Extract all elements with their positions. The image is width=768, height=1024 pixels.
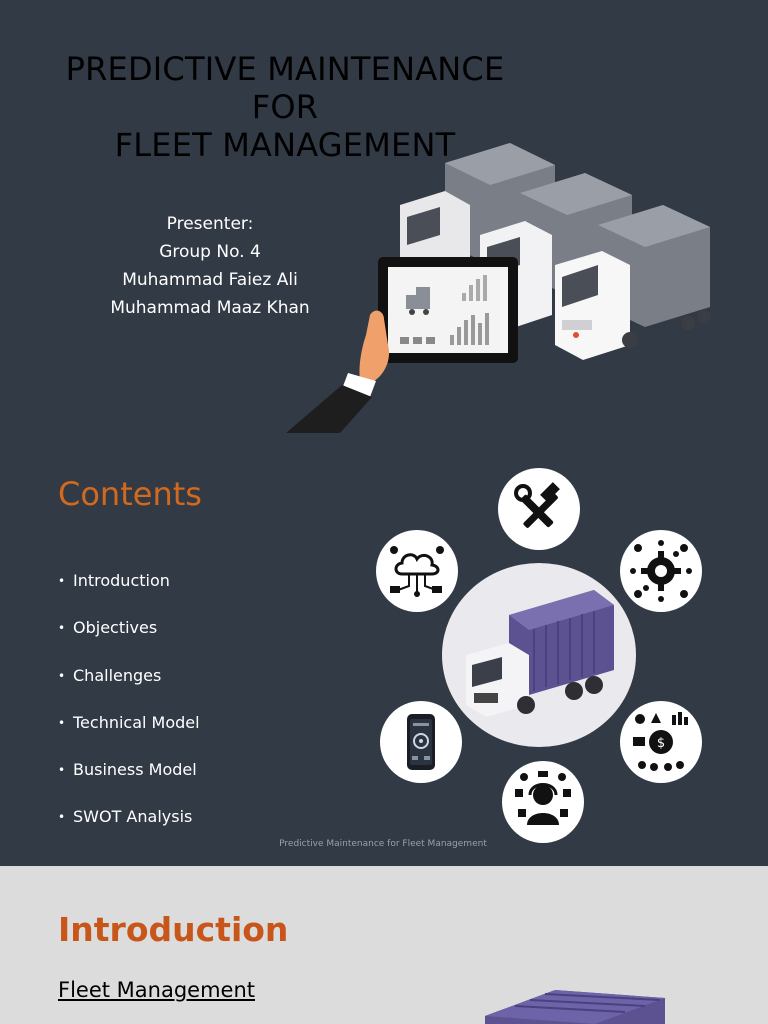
tablet-icon [378,257,518,363]
presentation-title: PREDICTIVE MAINTENANCE FOR FLEET MANAGEM… [30,50,540,164]
tools-circle [498,468,580,550]
container-truck-icon [485,990,665,1024]
hand-icon [286,310,390,433]
tools-icon [514,482,560,528]
smartphone-icon [407,714,435,770]
contents-item-label: Business Model [73,760,197,780]
contents-item: • Business Model [58,760,200,807]
contents-list: • Introduction • Objectives • Challenges • T… [58,571,200,855]
container-truck-circle [442,563,636,747]
contents-item: • SWOT Analysis [58,807,200,854]
presenter-label: Presenter: [166,214,254,234]
contents-item-label: SWOT Analysis [73,807,193,827]
footer-text: Predictive Maintenance for Fleet Managem… [279,839,487,849]
presenter-name-1: Muhammad Faiez Ali [122,270,298,290]
contents-title: Contents [58,475,202,513]
introduction-title: Introduction [58,910,289,949]
contents-item: • Objectives [58,618,200,665]
contents-item-label: Objectives [73,618,158,638]
title-line-1: PREDICTIVE MAINTENANCE [65,50,505,88]
contents-slide: Contents • Introduction • Objectives • Chal… [0,433,768,866]
bullet-icon: • [58,810,66,825]
gear-money-icon [630,540,692,602]
fleet-trucks-tablet-illustration [286,143,711,433]
fleet-management-heading: Fleet Management [58,978,255,1002]
cloud-network-circle [376,530,458,612]
svg-text:$: $ [657,736,665,751]
bullet-icon: • [58,668,66,683]
smartphone-circle [380,701,462,783]
finance-team-circle: $ [620,701,702,783]
title-line-3: FLEET MANAGEMENT [114,126,456,164]
presenter-block: Presenter: Group No. 4 Muhammad Faiez Al… [90,210,330,322]
bullet-icon: • [58,574,66,588]
truck-front-icon [555,205,711,360]
customer-support-icon [515,771,571,825]
title-line-2: FOR [251,88,319,126]
presenter-name-2: Muhammad Maaz Khan [110,298,310,318]
container-truck-icon [466,590,614,717]
cloud-network-icon [390,546,444,597]
slide-footer: Predictive Maintenance for Fleet Managem… [0,839,768,849]
introduction-slide: Introduction Fleet Management [0,866,768,1024]
contents-item: • Challenges [58,666,200,713]
title-slide: PREDICTIVE MAINTENANCE FOR FLEET MANAGEM… [0,0,768,433]
contents-item: • Introduction [58,571,200,618]
bullet-icon: • [58,763,66,778]
contents-item: • Technical Model [58,713,200,760]
gear-money-circle [620,530,702,612]
contents-item-label: Technical Model [73,712,200,732]
contents-item-label: Introduction [73,571,170,590]
contents-item-label: Challenges [73,665,162,685]
finance-team-icon: $ [633,712,688,771]
bullet-icon: • [58,621,66,636]
customer-support-circle [502,761,584,843]
bullet-icon: • [58,715,66,730]
group-number: Group No. 4 [159,242,261,262]
